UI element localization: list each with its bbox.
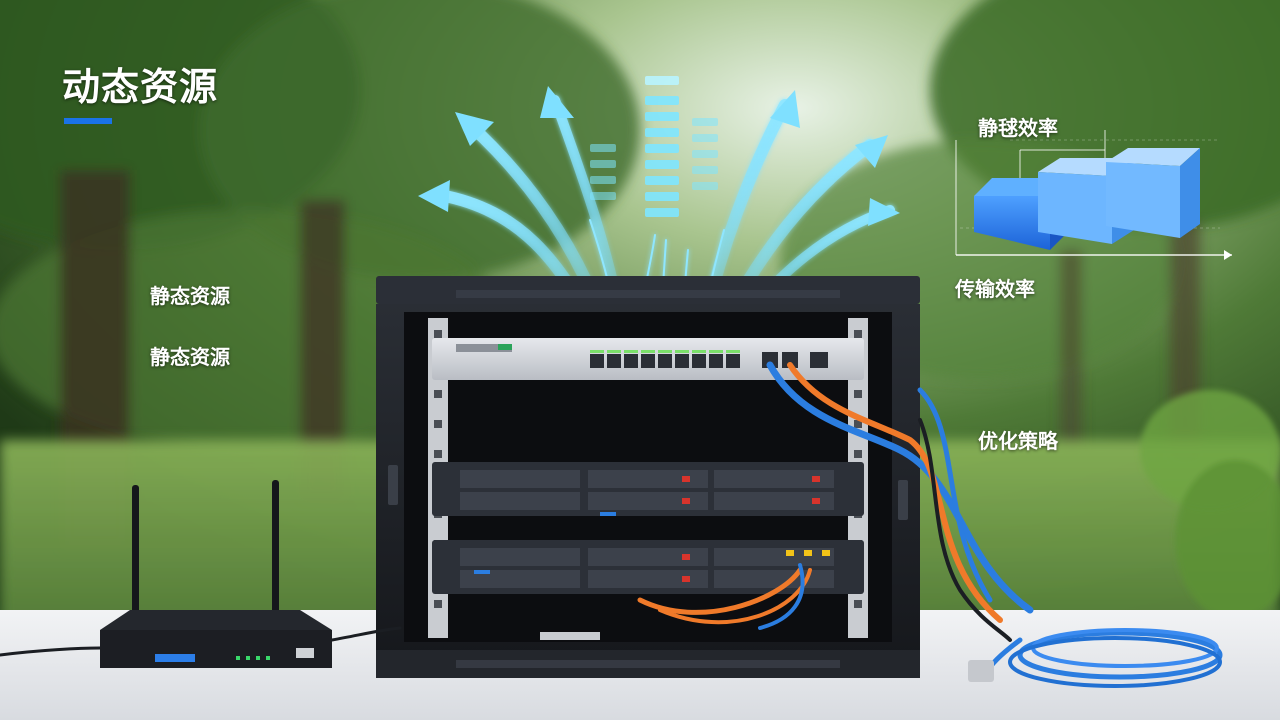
rack-servers (432, 462, 864, 640)
bar-indicator (590, 76, 718, 217)
label-static-efficiency: 静毬效率 (978, 116, 1058, 140)
plant-right (1140, 390, 1280, 620)
label-static-resource-1: 静态资源 (150, 284, 230, 308)
page-title: 动态资源 (62, 65, 219, 109)
rj45-plug (968, 660, 994, 682)
cube-chart-illustration (955, 130, 1232, 260)
label-static-resource-2: 静态资源 (150, 345, 230, 369)
network-switch (432, 338, 864, 380)
label-optimization-strategy: 优化策略 (978, 429, 1058, 453)
wifi-router (100, 480, 332, 668)
ethernet-cable (0, 361, 1223, 688)
arrow-heads (418, 86, 900, 226)
title-underline (64, 118, 112, 124)
label-transfer-efficiency: 传输效率 (955, 277, 1035, 301)
